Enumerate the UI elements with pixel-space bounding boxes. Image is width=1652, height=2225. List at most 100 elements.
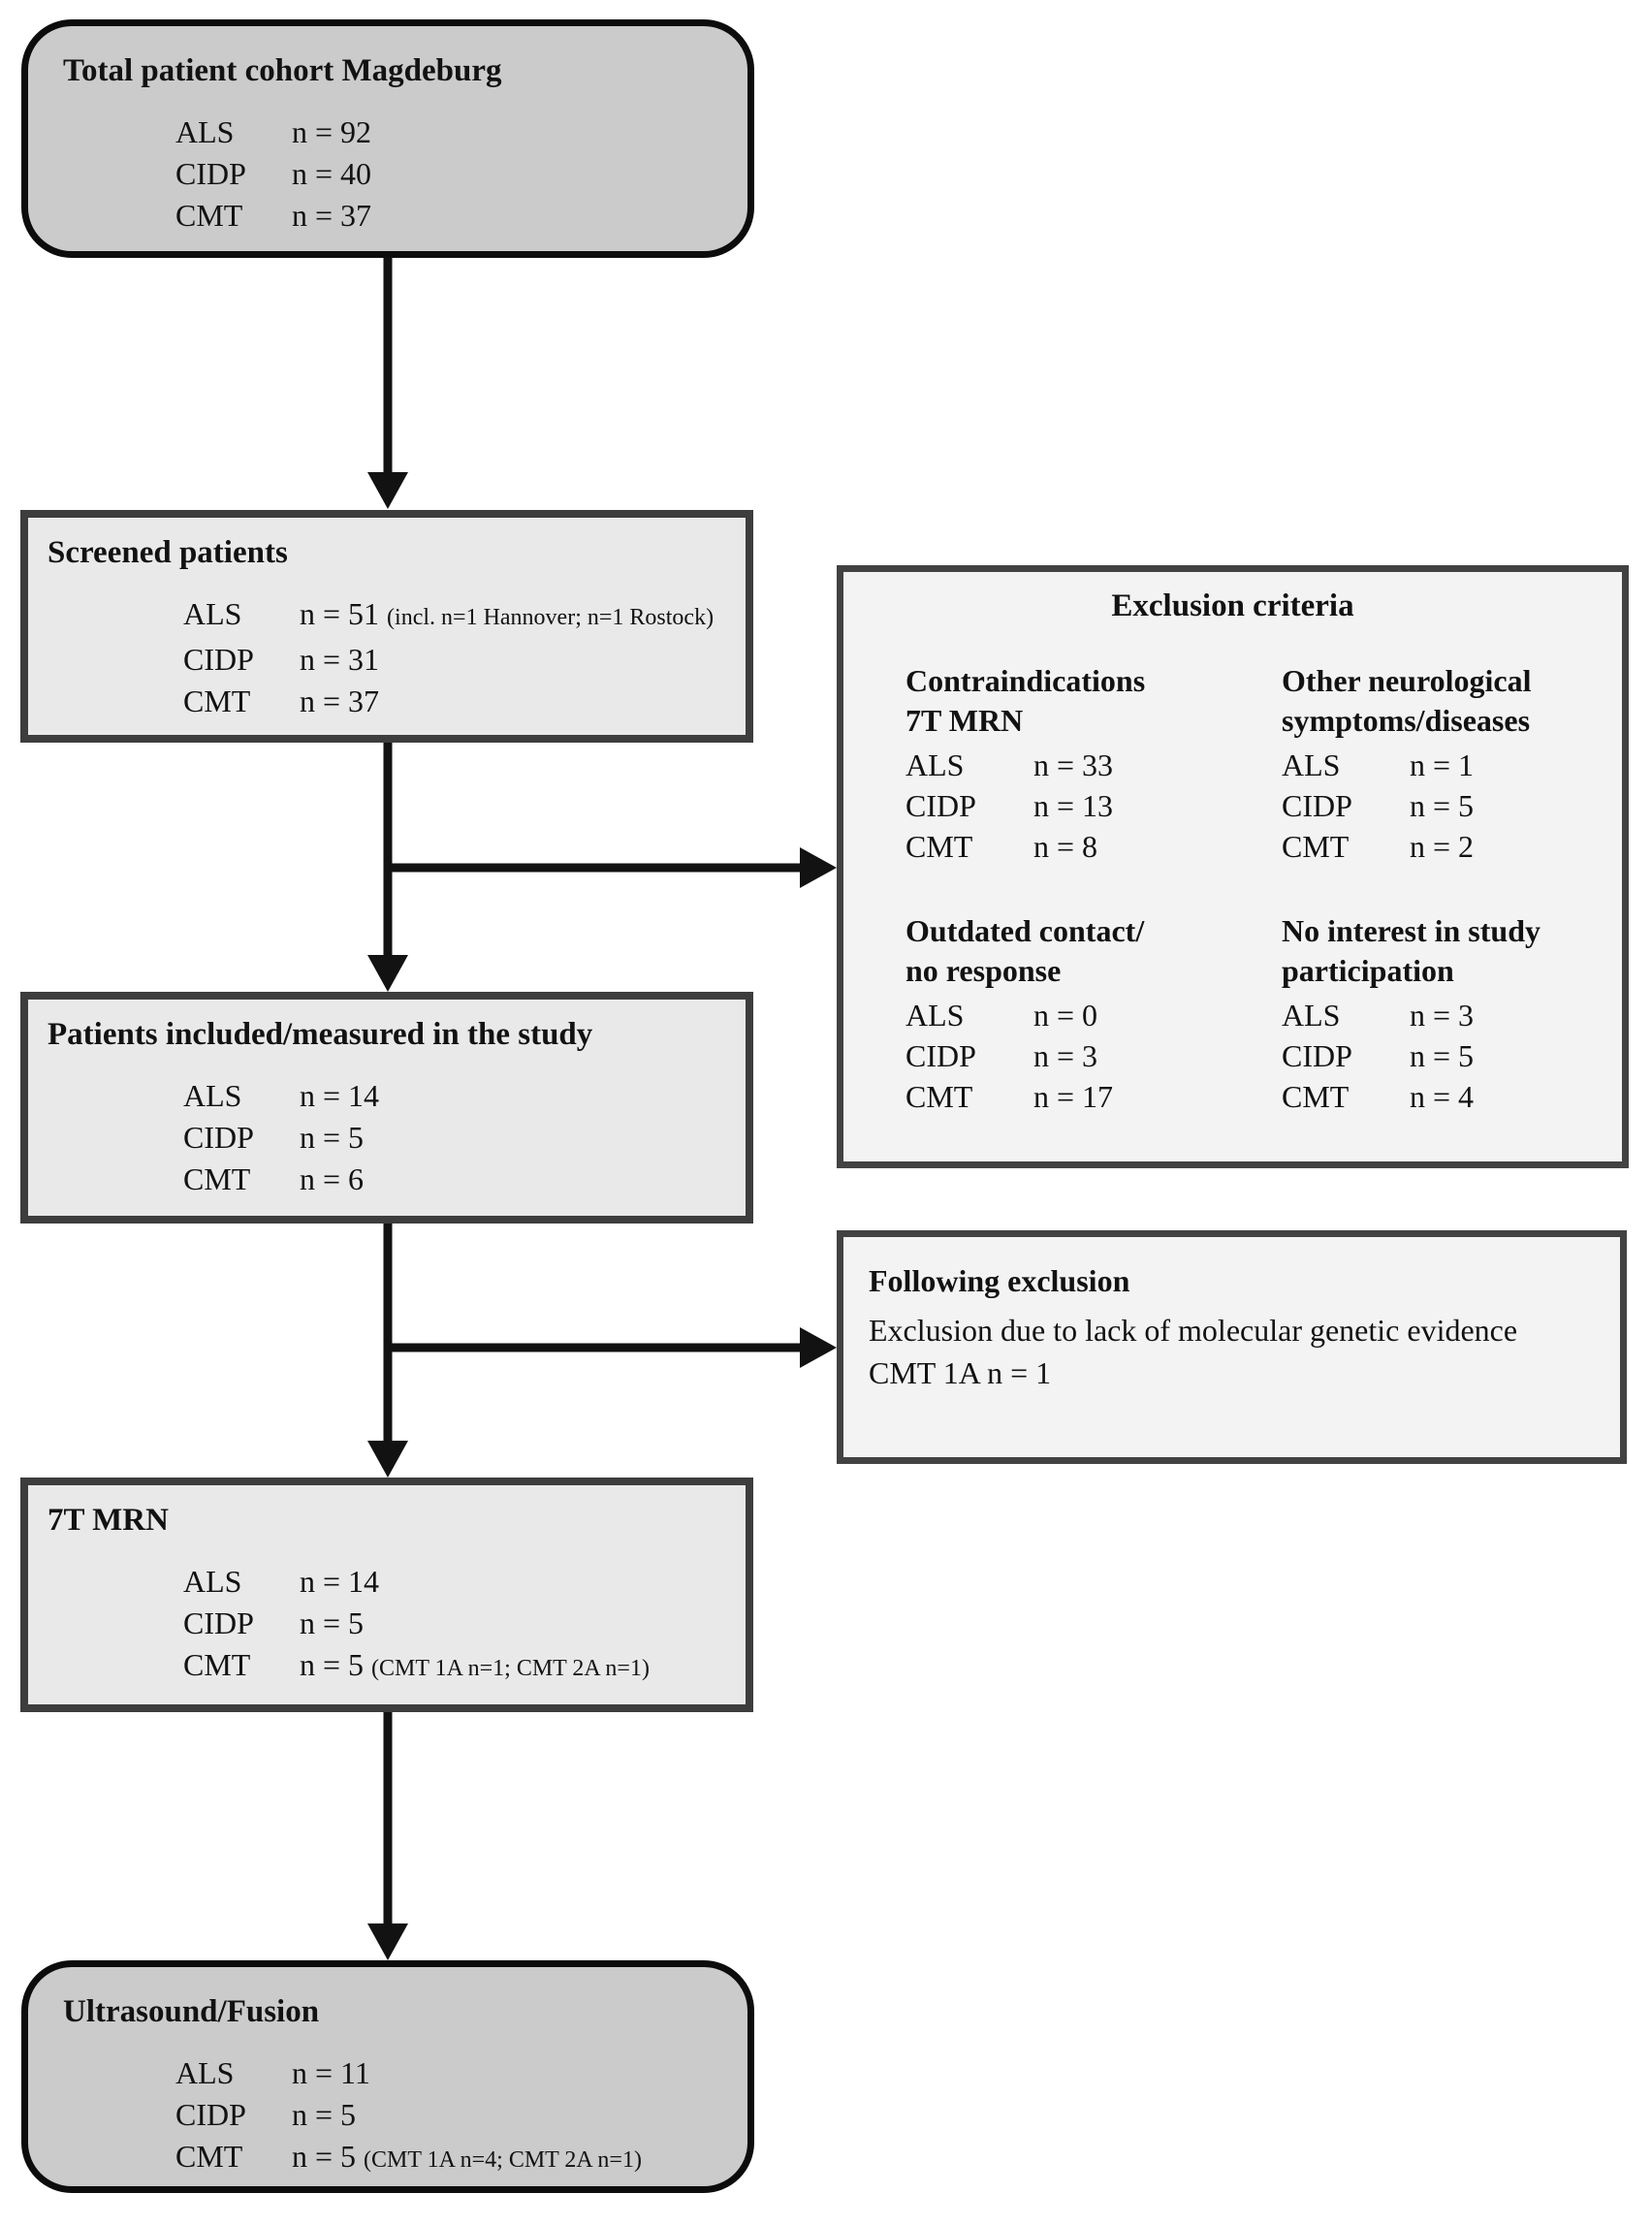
- row-value: n = 33: [1033, 747, 1114, 782]
- section-rows: ALS n = 1 CIDP n = 5 CMT n = 2: [1282, 745, 1622, 867]
- section-heading-line2: no response: [905, 953, 1062, 988]
- arrow-cohort-to-screened-icon: [367, 255, 408, 509]
- row-label: ALS: [1282, 747, 1341, 782]
- ultrasound-row-als: ALS n = 11: [175, 2052, 713, 2094]
- section-heading-line2: symptoms/diseases: [1282, 703, 1531, 738]
- exclusion-criteria-box: Exclusion criteria Contraindications 7T …: [837, 565, 1629, 1168]
- row-label: CIDP: [183, 642, 254, 677]
- row-value: n = 40: [292, 156, 372, 191]
- following-exclusion-line1: Exclusion due to lack of molecular genet…: [869, 1313, 1518, 1348]
- row-label: CMT: [1282, 829, 1350, 864]
- row-label: ALS: [1282, 998, 1341, 1033]
- exclusion-section-no-interest: No interest in study participation ALS n…: [1282, 911, 1622, 1117]
- cohort-row-cidp: CIDP n = 40: [175, 153, 713, 195]
- mrn-row-als: ALS n = 14: [183, 1561, 726, 1603]
- row-value: n = 5: [292, 2097, 357, 2132]
- screened-rows: ALS n = 51 (incl. n=1 Hannover; n=1 Rost…: [183, 593, 726, 722]
- row-value: n = 4: [1410, 1079, 1475, 1114]
- row-note: (incl. n=1 Hannover; n=1 Rostock): [387, 605, 715, 630]
- section-row-cidp: CIDP n = 5: [1282, 785, 1622, 826]
- cohort-box-title: Total patient cohort Magdeburg: [63, 53, 502, 88]
- section-row-als: ALS n = 1: [1282, 745, 1622, 785]
- cohort-box: Total patient cohort Magdeburg ALS n = 9…: [21, 19, 754, 258]
- row-value: n = 11: [292, 2055, 370, 2090]
- row-label: ALS: [175, 114, 235, 149]
- row-label: ALS: [183, 1564, 242, 1599]
- row-label: CIDP: [175, 156, 246, 191]
- section-row-cidp: CIDP n = 13: [905, 785, 1282, 826]
- included-row-cmt: CMT n = 6: [183, 1159, 726, 1200]
- ultrasound-box-title: Ultrasound/Fusion: [63, 1994, 320, 2029]
- row-label: ALS: [183, 1078, 242, 1113]
- row-label: CIDP: [905, 1038, 976, 1073]
- arrow-branch-exclusion-icon: [384, 847, 837, 888]
- row-value: n = 13: [1033, 788, 1114, 823]
- section-row-als: ALS n = 0: [905, 995, 1282, 1035]
- row-label: CIDP: [183, 1605, 254, 1640]
- arrow-screened-to-included-icon: [367, 742, 408, 992]
- row-value: n = 5: [300, 1120, 365, 1155]
- row-label: CMT: [905, 1079, 973, 1114]
- row-label: CIDP: [175, 2097, 246, 2132]
- row-value: n = 5: [1410, 788, 1475, 823]
- row-label: CMT: [183, 683, 251, 718]
- screened-box-title: Screened patients: [48, 535, 288, 570]
- row-value: n = 8: [1033, 829, 1098, 864]
- section-row-cmt: CMT n = 4: [1282, 1076, 1622, 1117]
- ultrasound-row-cmt: CMT n = 5 (CMT 1A n=4; CMT 2A n=1): [175, 2136, 713, 2181]
- row-value: n = 51: [300, 596, 380, 631]
- screened-row-als: ALS n = 51 (incl. n=1 Hannover; n=1 Rost…: [183, 593, 726, 639]
- section-heading-line1: Outdated contact/: [905, 913, 1145, 948]
- arrow-included-to-mrn-icon: [367, 1224, 408, 1478]
- section-row-cidp: CIDP n = 5: [1282, 1035, 1622, 1076]
- section-rows: ALS n = 3 CIDP n = 5 CMT n = 4: [1282, 995, 1622, 1117]
- mrn-row-cmt: CMT n = 5 (CMT 1A n=1; CMT 2A n=1): [183, 1644, 726, 1690]
- ultrasound-box: Ultrasound/Fusion ALS n = 11 CIDP n = 5 …: [21, 1960, 754, 2193]
- included-box: Patients included/measured in the study …: [20, 992, 753, 1224]
- included-box-title: Patients included/measured in the study: [48, 1017, 593, 1052]
- section-heading-line2: participation: [1282, 953, 1454, 988]
- row-label: CMT: [1282, 1079, 1350, 1114]
- row-label: CIDP: [183, 1120, 254, 1155]
- row-value: n = 17: [1033, 1079, 1114, 1114]
- row-value: n = 3: [1410, 998, 1475, 1033]
- arrow-branch-following-exclusion-icon: [384, 1327, 837, 1368]
- mrn-box: 7T MRN ALS n = 14 CIDP n = 5 CMT n = 5 (…: [20, 1478, 753, 1712]
- screened-box: Screened patients ALS n = 51 (incl. n=1 …: [20, 510, 753, 743]
- following-exclusion-line2: CMT 1A n = 1: [869, 1355, 1052, 1390]
- row-value: n = 37: [300, 683, 380, 718]
- row-label: CMT: [175, 2139, 243, 2174]
- exclusion-section-other-neurological: Other neurological symptoms/diseases ALS…: [1282, 661, 1622, 867]
- included-rows: ALS n = 14 CIDP n = 5 CMT n = 6: [183, 1075, 726, 1200]
- included-row-als: ALS n = 14: [183, 1075, 726, 1117]
- section-row-cidp: CIDP n = 3: [905, 1035, 1282, 1076]
- section-row-als: ALS n = 3: [1282, 995, 1622, 1035]
- screened-row-cidp: CIDP n = 31: [183, 639, 726, 681]
- ultrasound-row-cidp: CIDP n = 5: [175, 2094, 713, 2136]
- included-row-cidp: CIDP n = 5: [183, 1117, 726, 1159]
- section-row-cmt: CMT n = 8: [905, 826, 1282, 867]
- exclusion-criteria-grid: Contraindications 7T MRN ALS n = 33 CIDP…: [843, 661, 1622, 1117]
- row-value: n = 1: [1410, 747, 1475, 782]
- row-value: n = 5: [1410, 1038, 1475, 1073]
- row-value: n = 5: [300, 1647, 365, 1682]
- row-label: CMT: [183, 1647, 251, 1682]
- mrn-rows: ALS n = 14 CIDP n = 5 CMT n = 5 (CMT 1A …: [183, 1561, 726, 1690]
- row-value: n = 37: [292, 198, 372, 233]
- row-label: CMT: [175, 198, 243, 233]
- cohort-row-als: ALS n = 92: [175, 111, 713, 153]
- ultrasound-rows: ALS n = 11 CIDP n = 5 CMT n = 5 (CMT 1A …: [175, 2052, 713, 2181]
- following-exclusion-box: Following exclusion Exclusion due to lac…: [837, 1230, 1627, 1464]
- section-row-cmt: CMT n = 17: [905, 1076, 1282, 1117]
- section-rows: ALS n = 33 CIDP n = 13 CMT n = 8: [905, 745, 1282, 867]
- row-value: n = 6: [300, 1161, 365, 1196]
- section-heading-line2: 7T MRN: [905, 703, 1024, 738]
- row-note: (CMT 1A n=4; CMT 2A n=1): [364, 2147, 642, 2173]
- exclusion-section-contraindications: Contraindications 7T MRN ALS n = 33 CIDP…: [905, 661, 1282, 867]
- following-exclusion-title: Following exclusion: [869, 1263, 1130, 1298]
- row-value: n = 14: [300, 1564, 380, 1599]
- row-label: ALS: [905, 998, 965, 1033]
- row-value: n = 14: [300, 1078, 380, 1113]
- arrow-mrn-to-ultrasound-icon: [367, 1712, 408, 1960]
